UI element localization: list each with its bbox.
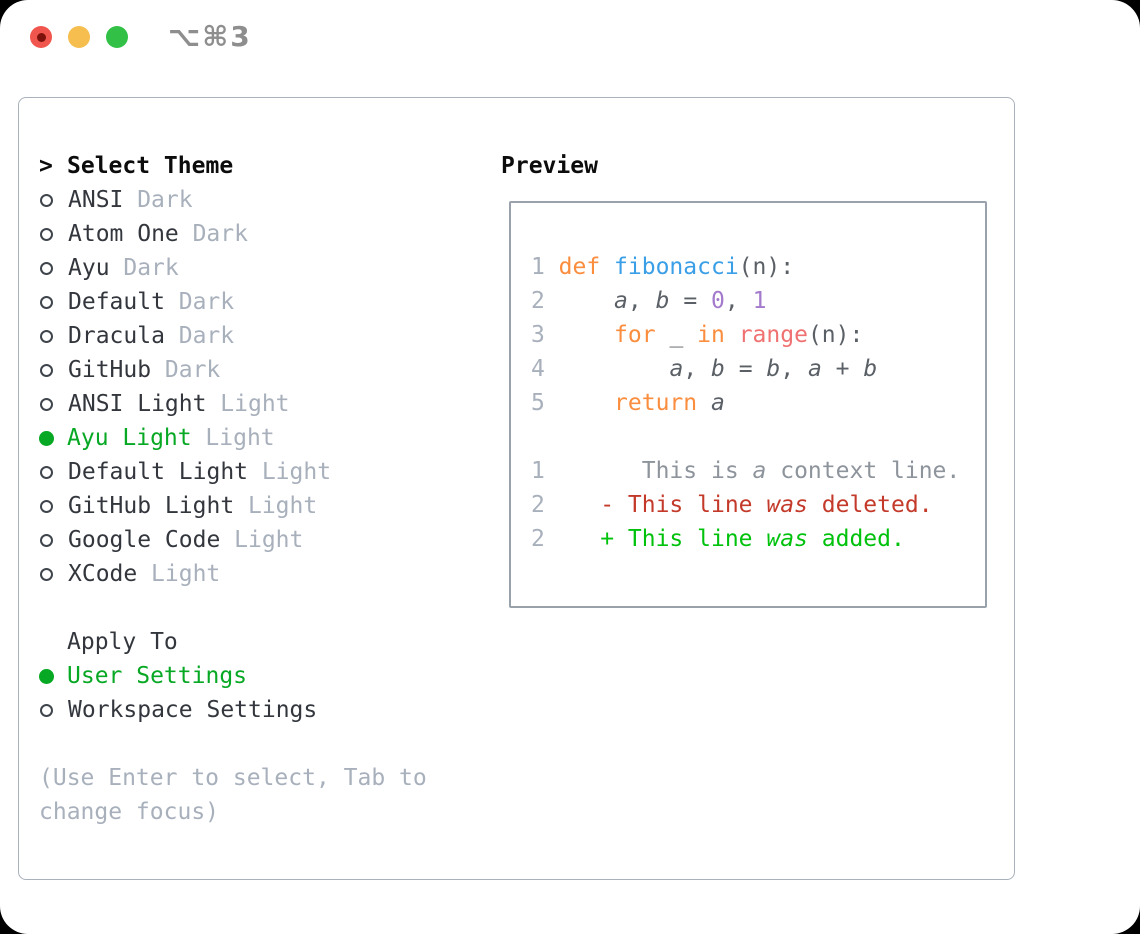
theme-item-github-dark[interactable]: GitHub Dark: [39, 353, 501, 387]
radio-selected-icon: [39, 668, 54, 684]
radio-unselected-icon: [40, 227, 53, 241]
radio-unselected-icon: [40, 397, 53, 411]
diff-context-line: 1 This is a context line.: [531, 458, 961, 484]
blank-line: [531, 420, 985, 454]
code-line: 3 for _ in range(n):: [531, 322, 864, 348]
theme-variant: Light: [261, 459, 332, 485]
window-title: ⌥⌘3: [168, 20, 252, 53]
theme-item-ayu-dark[interactable]: Ayu Dark: [39, 251, 501, 285]
theme-item-github-light[interactable]: GitHub Light Light: [39, 489, 501, 523]
radio-unselected-icon: [40, 193, 53, 207]
apply-item-workspace-settings[interactable]: Workspace Settings: [39, 693, 501, 727]
theme-name: GitHub: [68, 357, 152, 383]
code-line: 2 a, b = 0, 1: [531, 288, 767, 314]
line-number: 4: [531, 356, 545, 382]
theme-list-title: Select Theme: [67, 153, 234, 179]
radio-unselected-icon: [40, 329, 53, 343]
radio-unselected-icon: [40, 363, 53, 377]
theme-name: Atom One: [68, 221, 179, 247]
theme-variant: Light: [205, 425, 275, 451]
zoom-button-icon[interactable]: [106, 26, 128, 48]
line-number: 1: [531, 458, 545, 484]
theme-name: XCode: [68, 561, 138, 587]
line-number: 5: [531, 390, 545, 416]
radio-unselected-icon: [40, 703, 53, 717]
line-number: 2: [531, 492, 545, 518]
theme-item-xcode[interactable]: XCode Light: [39, 557, 501, 591]
code-line: 4 a, b = b, a + b: [531, 356, 878, 382]
theme-item-dracula-dark[interactable]: Dracula Dark: [39, 319, 501, 353]
theme-name: ANSI: [68, 187, 124, 213]
cursor-prompt-icon: >: [39, 153, 53, 179]
help-hint-line-1: (Use Enter to select, Tab to: [39, 765, 427, 791]
theme-item-google-code[interactable]: Google Code Light: [39, 523, 501, 557]
minimize-button-icon[interactable]: [68, 26, 90, 48]
theme-name: GitHub Light: [68, 493, 235, 519]
theme-item-default-dark[interactable]: Default Dark: [39, 285, 501, 319]
theme-name: Default: [68, 289, 165, 315]
theme-item-default-light[interactable]: Default Light Light: [39, 455, 501, 489]
radio-unselected-icon: [40, 567, 53, 581]
theme-variant: Dark: [192, 221, 248, 247]
preview-title: Preview: [501, 153, 598, 179]
line-number: 2: [531, 288, 545, 314]
diff-added-line: 2 + This line was added.: [531, 526, 905, 552]
theme-item-ansi-light[interactable]: ANSI Light Light: [39, 387, 501, 421]
radio-selected-icon: [39, 430, 54, 446]
theme-item-atom-one-dark[interactable]: Atom One Dark: [39, 217, 501, 251]
theme-name: Google Code: [68, 527, 221, 553]
code-line: 5 return a: [531, 390, 725, 416]
theme-name: ANSI Light: [68, 391, 207, 417]
theme-list-header-row: > Select Theme: [39, 149, 501, 183]
preview-header-row: Preview: [501, 149, 1014, 183]
focus-dot-icon: [36, 32, 46, 42]
line-number: 1: [531, 254, 545, 280]
theme-item-ayu-light[interactable]: Ayu Light Light: [39, 421, 501, 455]
theme-variant: Dark: [178, 289, 235, 315]
theme-name: Default Light: [68, 459, 249, 485]
theme-variant: Dark: [123, 255, 179, 281]
help-hint-line-2: change focus): [39, 799, 220, 825]
theme-variant: Dark: [178, 323, 235, 349]
theme-variant: Light: [220, 391, 290, 417]
titlebar: ⌥⌘3: [0, 0, 1140, 97]
window-controls: [30, 26, 128, 48]
theme-item-ansi-dark[interactable]: ANSI Dark: [39, 183, 501, 217]
line-number: 3: [531, 322, 545, 348]
radio-unselected-icon: [40, 533, 53, 547]
spacer-row: [39, 591, 501, 625]
line-number: 2: [531, 526, 545, 552]
theme-variant: Dark: [137, 187, 193, 213]
apply-option-label: Workspace Settings: [68, 697, 318, 723]
radio-unselected-icon: [40, 499, 53, 513]
spacer-row: [39, 727, 501, 761]
theme-variant: Dark: [164, 357, 221, 383]
apply-item-user-settings[interactable]: User Settings: [39, 659, 501, 693]
diff-deleted-line: 2 - This line was deleted.: [531, 492, 933, 518]
apply-to-title: Apply To: [67, 629, 178, 655]
theme-variant: Light: [234, 527, 304, 553]
radio-unselected-icon: [40, 465, 53, 479]
theme-name: Dracula: [68, 323, 165, 349]
radio-unselected-icon: [40, 261, 53, 275]
close-button-icon[interactable]: [30, 26, 52, 48]
radio-unselected-icon: [40, 295, 53, 309]
theme-variant: Light: [151, 561, 221, 587]
apply-option-label: User Settings: [67, 663, 248, 689]
theme-name: Ayu: [68, 255, 110, 281]
apply-to-header-row: Apply To: [39, 625, 501, 659]
theme-name: Ayu Light: [67, 425, 192, 451]
theme-variant: Light: [247, 493, 318, 519]
